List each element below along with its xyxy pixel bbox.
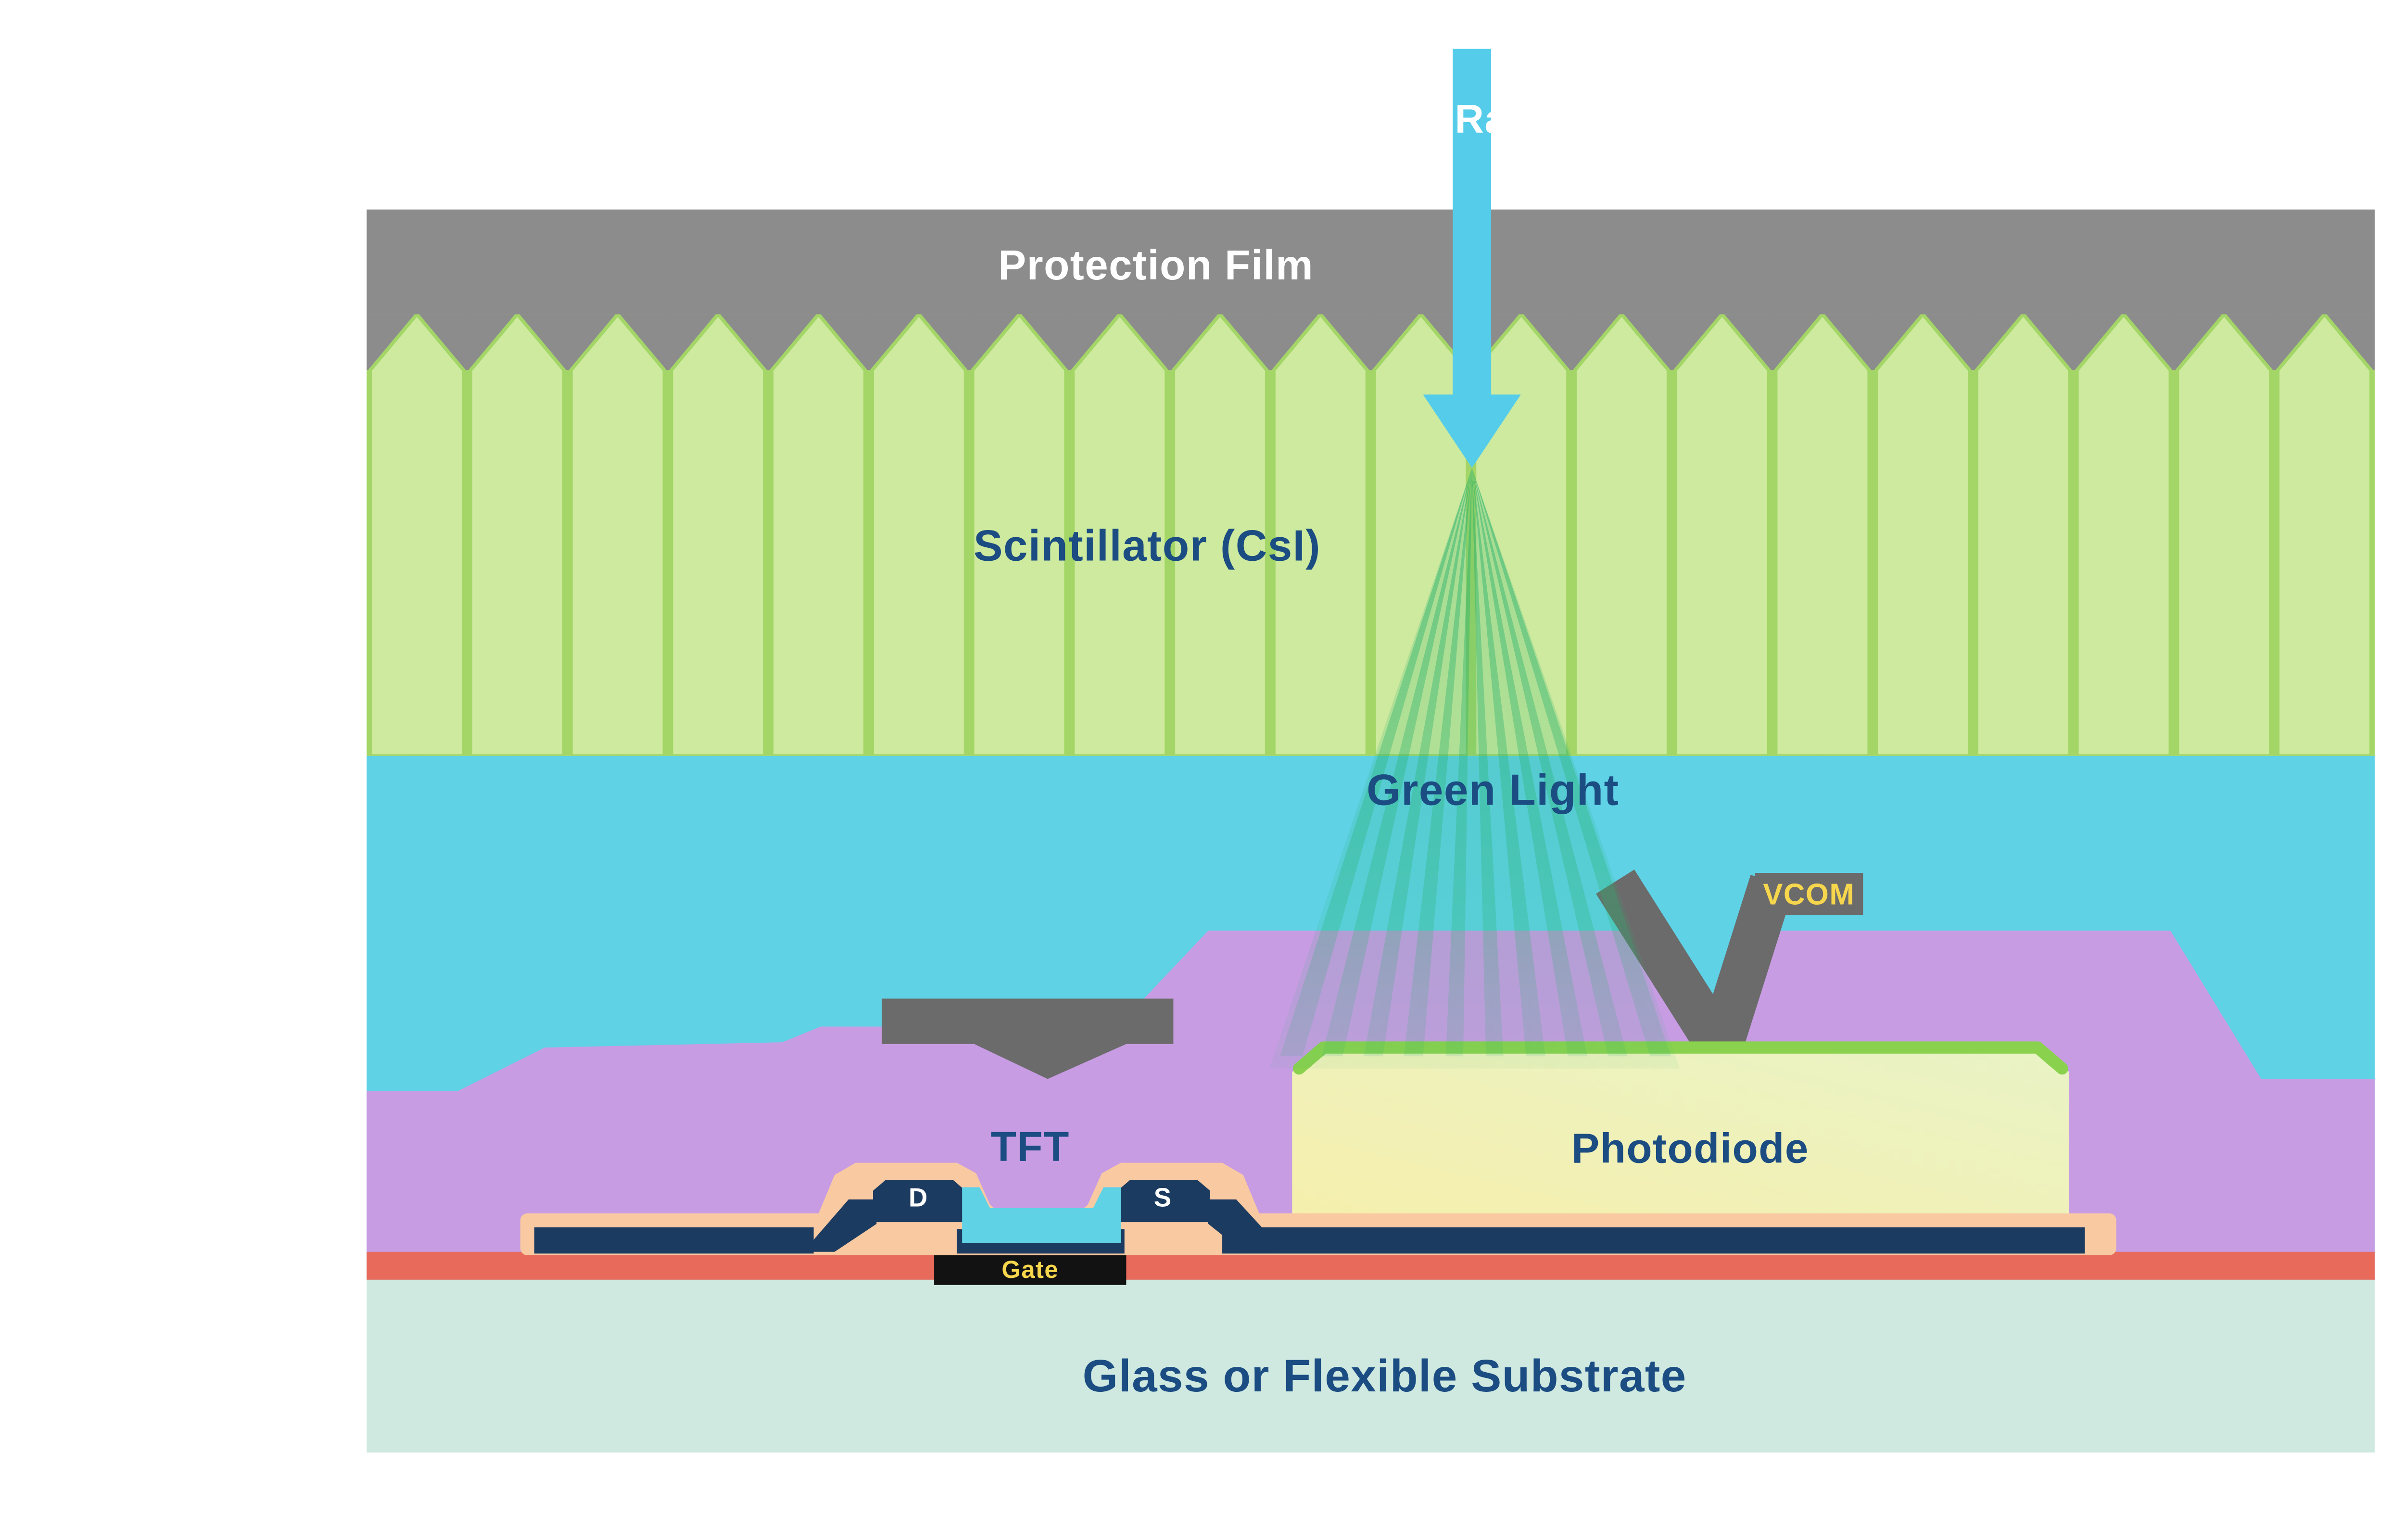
metal-line-left <box>534 1227 814 1254</box>
gate-label: Gate <box>1001 1255 1059 1284</box>
vcom-label: VCOM <box>1763 878 1855 911</box>
scintillator-needles <box>367 314 2375 756</box>
green-light-label: Green Light <box>1367 766 1620 816</box>
source-electrode <box>1117 1180 1210 1223</box>
drain-connector <box>803 1199 877 1252</box>
photodiode-body <box>1292 1044 2069 1227</box>
xray-arrow-shaft <box>1453 49 1492 402</box>
protection-film-label: Protection Film <box>998 242 1314 290</box>
drain-label: D <box>909 1184 928 1213</box>
source-connector <box>1208 1199 1277 1252</box>
drain-electrode <box>873 1180 966 1223</box>
substrate-label: Glass or Flexible Substrate <box>1082 1350 1687 1402</box>
photodiode-label: Photodiode <box>1571 1126 1809 1174</box>
substrate-layer <box>367 1279 2375 1453</box>
tft-channel <box>962 1187 1121 1243</box>
tft-label: TFT <box>990 1124 1070 1172</box>
gate-electrode <box>934 1255 1127 1285</box>
scintillator-label: Scintillator (CsI) <box>973 522 1321 571</box>
xray-arrow <box>1423 49 1521 468</box>
xray-arrow-head <box>1423 394 1521 468</box>
metal-electrode-left <box>882 998 1174 1079</box>
source-label: S <box>1153 1184 1172 1213</box>
metal-line-right <box>1222 1227 2085 1254</box>
green-light-rays <box>1269 467 1680 1069</box>
vcom-contact-pad <box>1755 873 1863 915</box>
barrier-layer <box>367 1251 2375 1280</box>
xray-label: X-Ray <box>1413 96 1531 142</box>
